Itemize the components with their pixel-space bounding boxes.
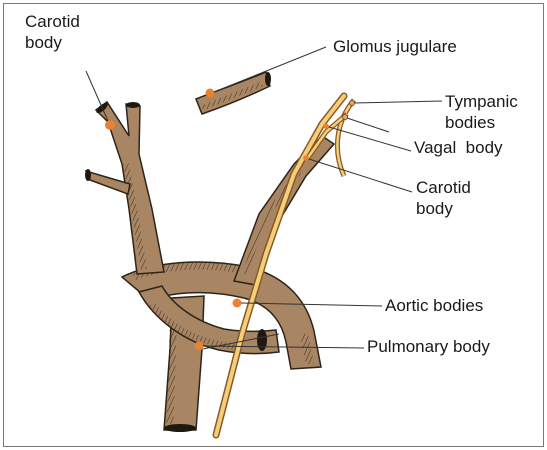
carotid-body-left-dot (105, 120, 115, 130)
carotid-body-left-label-line2: body (25, 32, 80, 53)
carotid-body-right-dot (303, 155, 309, 161)
carotid-body-left-label-line1: Carotid (25, 11, 80, 32)
pulmonary-body-label: Pulmonary body (367, 336, 490, 357)
vagal-body-dot (323, 123, 329, 129)
tympanic-body-dot-2 (342, 114, 347, 119)
aortic-bodies-label: Aortic bodies (385, 295, 483, 316)
pulmonary-body-dot (195, 342, 204, 351)
carotid-body-right-label: Carotid body (416, 177, 471, 219)
carotid-body-left-label: Carotid body (25, 11, 80, 53)
carotid-body-right-label-line2: body (416, 198, 471, 219)
tympanic-bodies-label-line1: Tympanic (445, 91, 518, 112)
paraganglia-diagram: Carotid body Glomus jugulare Tympanic bo… (3, 3, 544, 447)
glomus-jugulare-dot (206, 89, 215, 98)
aortic-arch (122, 262, 321, 369)
tympanic-body-dot-1 (349, 100, 354, 105)
tympanic-bodies-label-line2: bodies (445, 112, 518, 133)
glomus-jugulare-label: Glomus jugulare (333, 36, 457, 57)
aortic-body-dot (233, 299, 242, 308)
vagal-body-label: Vagal body (414, 137, 503, 158)
tympanic-bodies-label: Tympanic bodies (445, 91, 518, 133)
vessel-drawing (4, 4, 544, 447)
carotid-body-right-label-line1: Carotid (416, 177, 471, 198)
